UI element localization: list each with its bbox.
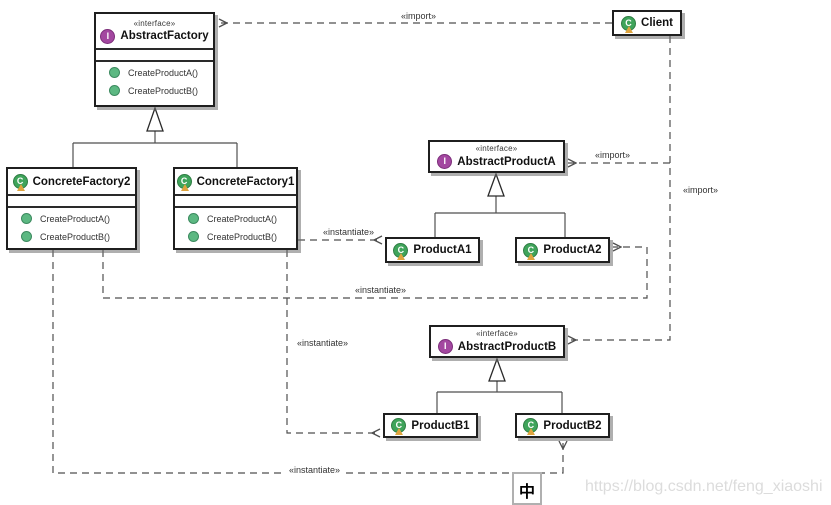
- icon-letter: C: [395, 420, 403, 430]
- fields-compartment: [175, 194, 296, 208]
- methods-compartment: CreateProductA() CreateProductB(): [96, 62, 213, 105]
- class-icon: C: [393, 242, 409, 260]
- interface-icon: I: [437, 154, 453, 169]
- method-label: CreateProductB(): [40, 231, 111, 242]
- edge-label-import-product-a: «import»: [592, 150, 634, 161]
- class-icon: C: [12, 174, 28, 191]
- icon-letter: C: [397, 244, 405, 255]
- class-title: C ConcreteFactory1: [175, 169, 296, 194]
- class-icon: C: [523, 242, 539, 260]
- ime-indicator-glyph: 中: [518, 484, 535, 501]
- ime-indicator: 中: [512, 472, 542, 505]
- class-title: «interface» I AbstractFactory: [96, 14, 213, 48]
- method-row: CreateProductB(): [188, 231, 296, 242]
- fields-compartment: [96, 48, 213, 62]
- icon-letter: I: [443, 156, 447, 166]
- method-label: CreateProductB(): [128, 85, 199, 96]
- class-name: AbstractFactory: [120, 30, 209, 42]
- class-box-abstract-product-b[interactable]: «interface» I AbstractProductB: [429, 325, 565, 358]
- icon-letter: C: [527, 420, 535, 430]
- class-box-abstract-product-a[interactable]: «interface» I AbstractProductA: [428, 140, 565, 173]
- class-name: ProductA2: [543, 244, 602, 256]
- class-title: «interface» I AbstractProductA: [430, 142, 563, 171]
- stereotype-label: «interface»: [133, 18, 176, 28]
- edge-label-instantiate-a2: «instantiate»: [352, 285, 410, 296]
- class-icon: C: [523, 418, 539, 435]
- class-title: C Client: [614, 12, 680, 34]
- class-box-product-a2[interactable]: C ProductA2: [515, 237, 610, 263]
- method-label: CreateProductB(): [207, 231, 278, 242]
- stereotype-label: «interface»: [475, 144, 518, 153]
- class-name: ConcreteFactory1: [196, 175, 295, 188]
- class-name: ProductB2: [543, 419, 602, 432]
- methods-compartment: CreateProductA() CreateProductB(): [8, 208, 135, 248]
- class-box-product-b1[interactable]: C ProductB1: [383, 413, 478, 438]
- fields-compartment: [8, 194, 135, 208]
- class-name: AbstractProductA: [457, 155, 556, 168]
- method-label: CreateProductA(): [40, 213, 111, 224]
- edge-label-instantiate-a1: «instantiate»: [320, 227, 378, 238]
- edge-label-instantiate-b2: «instantiate»: [286, 465, 344, 476]
- icon-letter: C: [16, 176, 24, 186]
- class-title: «interface» I AbstractProductB: [431, 327, 563, 356]
- method-label: CreateProductA(): [128, 67, 199, 78]
- class-title: C ProductB1: [385, 415, 476, 436]
- class-icon: C: [621, 15, 637, 33]
- edge-label-instantiate-b1: «instantiate»: [294, 338, 352, 349]
- method-row: CreateProductA(): [109, 67, 213, 78]
- method-icon: [188, 231, 199, 242]
- method-row: CreateProductA(): [21, 213, 135, 224]
- edge-label-import-top: «import»: [398, 11, 440, 22]
- method-label: CreateProductA(): [207, 213, 278, 224]
- class-name: ProductA1: [413, 244, 472, 256]
- icon-letter: I: [106, 30, 110, 41]
- interface-icon: I: [100, 28, 116, 44]
- method-icon: [188, 213, 199, 224]
- class-box-product-b2[interactable]: C ProductB2: [515, 413, 610, 438]
- class-title: C ConcreteFactory2: [8, 169, 135, 194]
- method-icon: [21, 231, 32, 242]
- class-name: ProductB1: [411, 419, 470, 432]
- icon-letter: C: [180, 176, 188, 186]
- class-icon: C: [391, 418, 407, 435]
- method-icon: [109, 85, 120, 96]
- interface-icon: I: [437, 339, 453, 354]
- method-row: CreateProductA(): [188, 213, 296, 224]
- method-icon: [21, 213, 32, 224]
- class-title: C ProductB2: [517, 415, 608, 436]
- watermark-text: https://blog.csdn.net/feng_xiaoshi: [585, 478, 823, 495]
- icon-letter: I: [444, 341, 447, 351]
- class-box-concrete-factory-1[interactable]: C ConcreteFactory1 CreateProductA() Crea…: [173, 167, 298, 250]
- methods-compartment: CreateProductA() CreateProductB(): [175, 208, 296, 248]
- stereotype-label: «interface»: [476, 329, 518, 338]
- class-box-product-a1[interactable]: C ProductA1: [385, 237, 480, 263]
- edge-label-import-right: «import»: [680, 185, 722, 196]
- method-row: CreateProductB(): [109, 85, 213, 96]
- method-icon: [109, 67, 120, 78]
- class-box-abstract-factory[interactable]: «interface» I AbstractFactory CreateProd…: [94, 12, 215, 107]
- icon-letter: C: [625, 17, 632, 28]
- class-name: ConcreteFactory2: [32, 175, 131, 188]
- class-icon: C: [176, 174, 192, 191]
- class-box-concrete-factory-2[interactable]: C ConcreteFactory2 CreateProductA() Crea…: [6, 167, 137, 250]
- class-name: Client: [641, 17, 673, 29]
- class-title: C ProductA2: [517, 239, 608, 261]
- class-name: AbstractProductB: [457, 340, 557, 353]
- method-row: CreateProductB(): [21, 231, 135, 242]
- icon-letter: C: [527, 244, 535, 255]
- class-title: C ProductA1: [387, 239, 478, 261]
- class-box-client[interactable]: C Client: [612, 10, 682, 36]
